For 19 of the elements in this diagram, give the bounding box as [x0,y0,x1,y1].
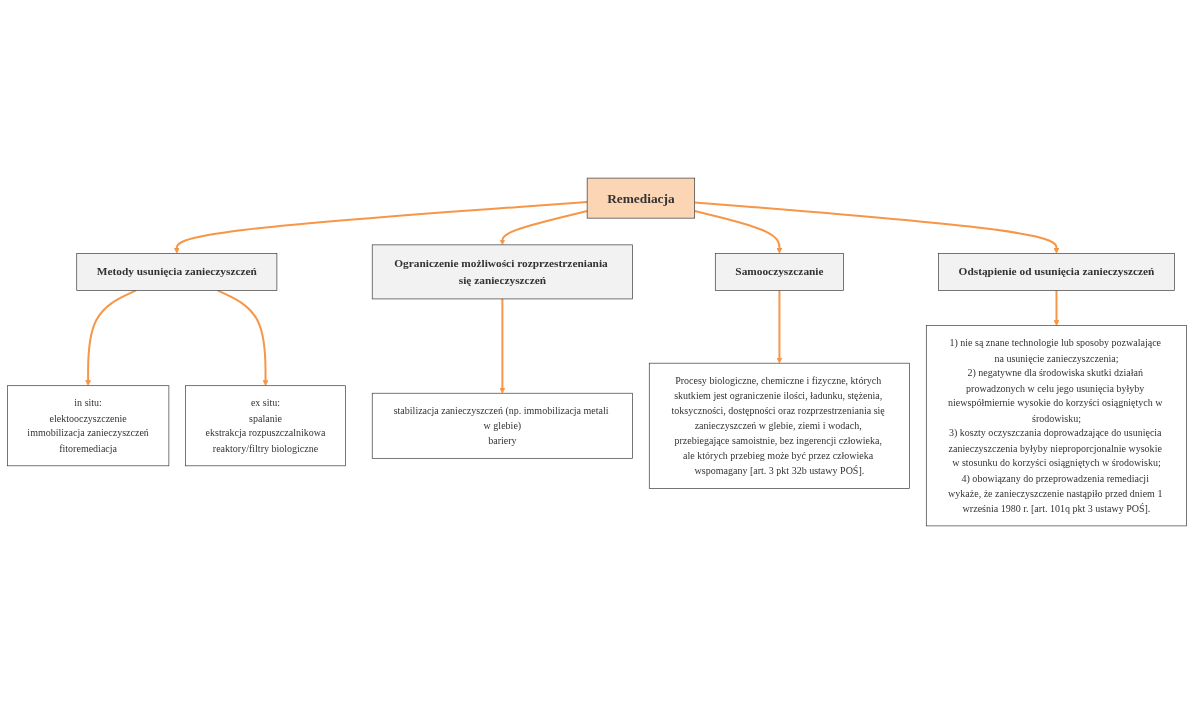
node-box: Metody usunięcia zanieczyszczeń [76,253,278,291]
node-box: stabilizacja zanieczyszczeń (np. immobilizacja metali w glebie) bariery [371,392,633,459]
node-box: ex situ: spalanie ekstrakcja rozpuszczalnikowa reaktory/filtry biologiczne [185,385,346,467]
node-box: Procesy biologiczne, chemiczne i fizyczne, których skutkiem jest ograniczenie ilości, ładunku, stężenia, toksyczności, dostępności oraz rozprzestrzeniania się zanieczyszczeń w glebie, ziemi i wodach, przebiegające samoistnie, bez ingerencji człowieka, ale których przebieg może być przez człowieka wspomagany [art. 3 pkt 32b ustawy POŚ]. [648,362,910,489]
arrow [693,201,1060,254]
arrow [499,297,506,394]
arrow [499,210,589,246]
node-box: in situ: elektooczyszczenie immobilizacja zanieczyszczeń fitoremediacja [7,385,170,467]
arrow [173,201,589,254]
node-box: 1) nie są znane technologie lub sposoby pozwalające na usunięcie zanieczyszczenia; 2) negatywne dla środowiska skutki działań prowadzonych w celu jego usunięcia byłyby niewspółmiernie wysokie do korzyści osiągniętych w środowisku; 3) koszty oczyszczania doprowadzające do usunięcia zanieczyszczenia byłyby nieproporcjonalnie wysokie w stosunku do korzyści osiągniętych w środowisku; 4) obowiązany do przeprowadzenia remediacji wykaże, że zanieczyszczenie nastąpiło przed dniem 1 września 1980 r. [art. 101q pkt 3 ustawy POŚ]. [925,325,1187,527]
arrow [216,289,269,386]
arrow [1053,289,1060,326]
node-box: Samooczyszczanie [714,253,844,291]
arrow [85,289,138,386]
node-box: Remediacja [586,177,695,219]
node-box: Ograniczenie możliwości rozprzestrzeniania się zanieczyszczeń [371,244,633,300]
arrow [776,289,783,364]
arrow [693,210,783,254]
node-box: Odstąpienie od usunięcia zanieczyszczeń [938,253,1175,291]
